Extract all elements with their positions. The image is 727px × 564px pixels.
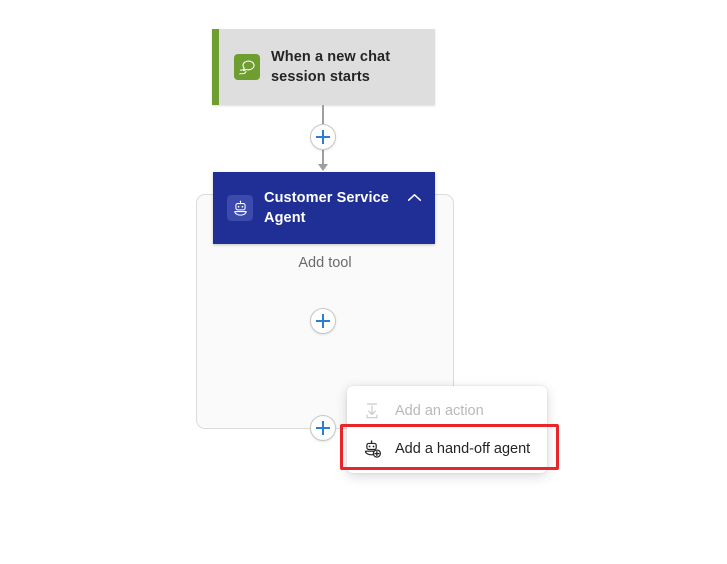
add-step-button-bottom[interactable] bbox=[310, 415, 336, 441]
menu-item-label: Add an action bbox=[395, 403, 484, 419]
chat-bubbles-icon bbox=[234, 54, 260, 80]
robot-agent-icon bbox=[227, 195, 253, 221]
add-step-context-menu: Add an action Add a hand-off agent bbox=[347, 386, 547, 473]
connector-line-top-lower bbox=[322, 150, 324, 165]
add-step-button-top[interactable] bbox=[310, 124, 336, 150]
trigger-accent-bar bbox=[212, 29, 219, 105]
trigger-card[interactable]: When a new chat session starts bbox=[212, 29, 435, 105]
menu-item-add-an-action[interactable]: Add an action bbox=[347, 392, 547, 430]
agent-card[interactable]: Customer Service Agent bbox=[213, 172, 435, 244]
menu-item-label: Add a hand-off agent bbox=[395, 441, 531, 457]
add-handoff-agent-icon bbox=[361, 438, 383, 460]
connector-arrow-top bbox=[318, 164, 328, 171]
insert-action-icon bbox=[361, 400, 383, 422]
trigger-title: When a new chat session starts bbox=[271, 49, 391, 85]
menu-item-add-a-hand-off-agent[interactable]: Add a hand-off agent bbox=[347, 430, 547, 468]
connector-line-top bbox=[322, 105, 324, 124]
chevron-up-icon[interactable] bbox=[403, 186, 425, 208]
add-tool-label: Add tool bbox=[298, 255, 352, 271]
agent-title: Customer Service Agent bbox=[264, 190, 389, 226]
add-tool-button[interactable] bbox=[310, 308, 336, 334]
